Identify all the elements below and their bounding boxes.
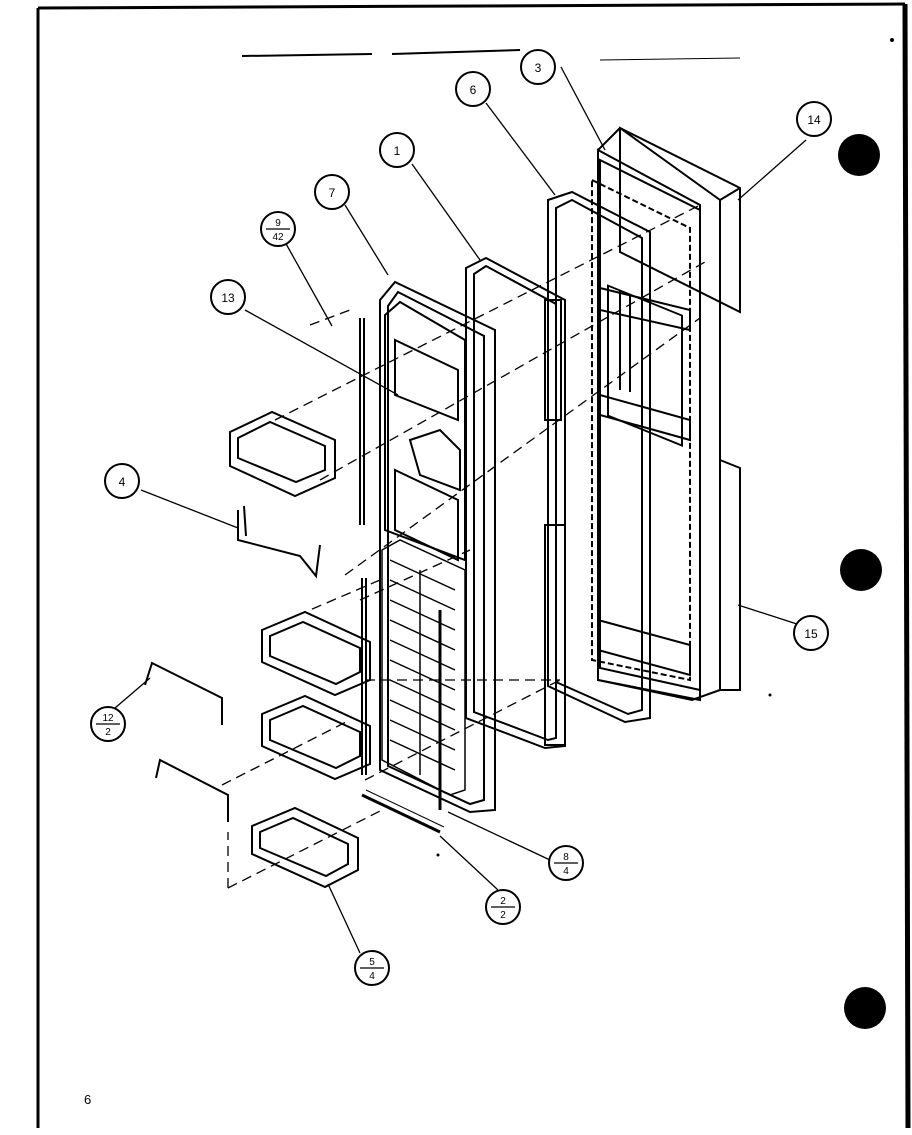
callout-4-label: 4 <box>119 475 126 489</box>
retainer-bars <box>144 318 367 822</box>
door-shelf-grid <box>381 539 466 810</box>
leader-lines <box>114 66 807 954</box>
bottom-trim <box>361 789 445 834</box>
callout-13-label: 13 <box>221 291 235 305</box>
callout-8-numerator: 8 <box>563 852 569 863</box>
door-liner <box>591 158 701 692</box>
callout-2-denominator: 2 <box>500 910 506 921</box>
callout-9-denominator: 42 <box>272 232 284 243</box>
callout-3: 3 <box>520 49 556 85</box>
callout-7-label: 7 <box>329 186 336 200</box>
assembly-lines <box>221 204 706 889</box>
callout-4: 4 <box>104 463 140 499</box>
callout-1: 1 <box>379 132 415 168</box>
callout-13: 13 <box>210 279 246 315</box>
shelf-bracket <box>237 505 321 579</box>
callout-3-label: 3 <box>535 61 542 75</box>
inner-door-panel <box>465 256 566 750</box>
binding-hole-middle <box>840 549 882 591</box>
page-number: 6 <box>84 1092 92 1107</box>
callout-15: 15 <box>793 615 829 651</box>
callout-12-denominator: 2 <box>105 727 111 738</box>
callout-6: 6 <box>455 71 491 107</box>
bin-bottom <box>251 806 359 889</box>
callout-5-numerator: 5 <box>369 957 375 968</box>
callout-8-denominator: 4 <box>563 866 569 877</box>
callout-6-label: 6 <box>470 83 477 97</box>
callout-5-denominator: 4 <box>369 971 375 982</box>
door-outer-panel <box>597 126 741 702</box>
stray-marks <box>436 38 894 857</box>
binding-hole-bottom <box>844 987 886 1029</box>
callout-9-numerator: 9 <box>275 218 281 229</box>
callout-15-label: 15 <box>804 627 818 641</box>
bin-top <box>229 410 336 498</box>
page-border <box>36 2 911 1129</box>
callout-12-2: 12 2 <box>90 706 126 742</box>
callout-1-label: 1 <box>394 144 401 158</box>
dispenser-housing <box>384 300 466 562</box>
callout-14-label: 14 <box>807 113 821 127</box>
callout-5-4: 5 4 <box>354 950 390 986</box>
header-smudge <box>241 49 741 61</box>
bin-upper-middle <box>261 610 371 697</box>
callout-7: 7 <box>314 174 350 210</box>
dispenser-frame <box>379 280 496 814</box>
bin-lower-middle <box>261 694 371 781</box>
callout-8-4: 8 4 <box>548 845 584 881</box>
callout-9-42: 9 42 <box>260 211 296 247</box>
callout-12-numerator: 12 <box>102 713 114 724</box>
callout-2-2: 2 2 <box>485 889 521 925</box>
callout-2-numerator: 2 <box>500 896 506 907</box>
binding-hole-top <box>838 134 880 176</box>
callout-14: 14 <box>796 101 832 137</box>
